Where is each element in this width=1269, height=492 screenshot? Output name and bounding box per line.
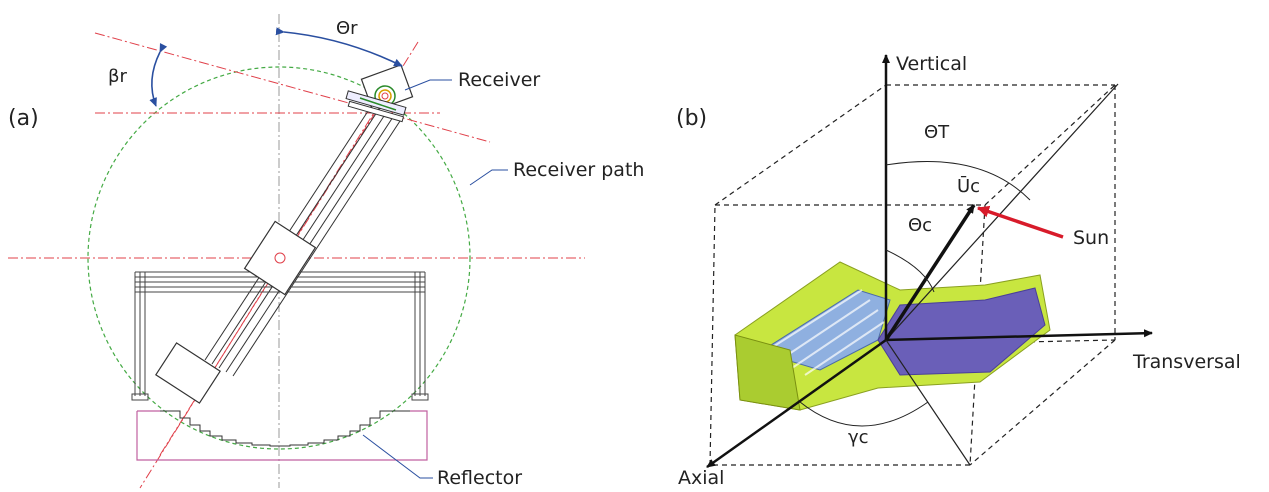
pivot-housing (243, 220, 317, 296)
theta-r-arc (275, 27, 403, 67)
sun-direction-line (885, 83, 1119, 341)
gamma-c-arc (799, 401, 929, 427)
theta-t-arc (885, 161, 1031, 201)
gamma-c-label: γc (848, 427, 869, 448)
transversal-axis-label: Transversal (1132, 351, 1241, 373)
reference-box (709, 84, 1116, 466)
receiver-path-label: Receiver path (513, 159, 644, 181)
panel-b: (b) V (676, 53, 1241, 489)
reflector-label: Reflector (437, 467, 522, 489)
receiver-path-leader (469, 169, 508, 186)
receiver-path-circle (87, 66, 471, 450)
uc-vector (884, 204, 976, 341)
axial-axis (706, 338, 887, 469)
panel-a: (a) (8, 14, 644, 489)
transversal-axis (885, 329, 1153, 342)
panel-b-label: (b) (676, 106, 707, 131)
beta-r-arc (149, 43, 168, 107)
collector-trough (734, 261, 1051, 411)
panel-a-label: (a) (8, 106, 39, 131)
theta-r-label: Θr (336, 18, 358, 39)
counterweight (155, 342, 221, 404)
reflector-leader (362, 434, 433, 479)
reflector-steps (160, 410, 410, 447)
receiver-label: Receiver (458, 69, 540, 91)
vertical-axis-label: Vertical (896, 53, 967, 75)
receiver-head (345, 64, 414, 123)
theta-t-label: ΘT (924, 122, 950, 143)
beta-r-label: βr (108, 66, 127, 87)
sun-arrow (977, 205, 1064, 239)
uc-label: Ūc (957, 175, 980, 197)
receiver-leader (404, 79, 452, 91)
sun-label: Sun (1073, 227, 1109, 249)
reflector-base (136, 410, 428, 461)
theta-c-label: Θc (908, 215, 932, 236)
axial-axis-label: Axial (678, 467, 724, 489)
theta-c-arc (885, 249, 935, 293)
